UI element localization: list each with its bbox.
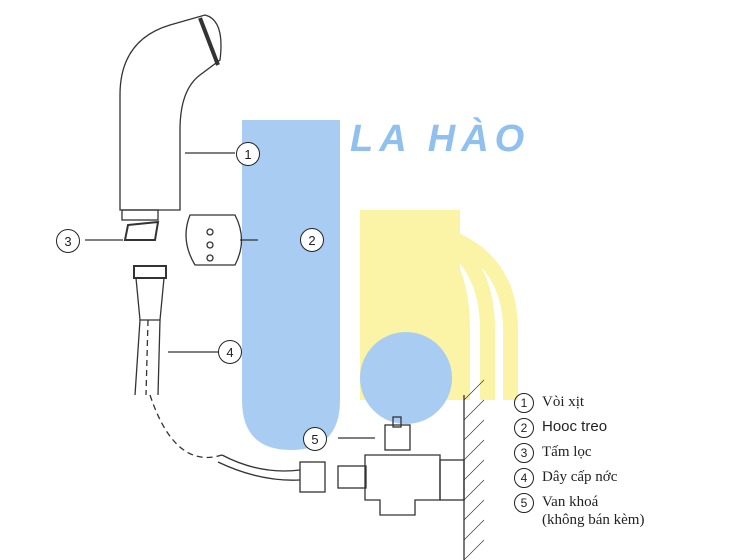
legend-item: 4 Dây cấp nớc (514, 468, 644, 493)
valve (364, 454, 441, 516)
legend-label: Dây cấp nớc (542, 469, 618, 485)
legend-number: 5 (514, 493, 534, 513)
legend-item: 5 Van khoá (không bán kèm) (514, 493, 644, 535)
callout-4: 4 (218, 340, 242, 364)
callout-1: 1 (236, 142, 260, 166)
legend-item: 1 Vòi xịt (514, 393, 644, 418)
legend-number: 2 (514, 418, 534, 438)
brand-watermark: LA HÀO (350, 118, 531, 160)
legend-label-note: (không bán kèm) (542, 512, 645, 528)
callout-3: 3 (56, 229, 80, 253)
legend-label: Van khoá (542, 494, 599, 510)
callout-2: 2 (300, 228, 324, 252)
sprayer-head (119, 14, 222, 211)
legend-label: Vòi xịt (542, 394, 585, 410)
legend-number: 3 (514, 443, 534, 463)
legend-number: 4 (514, 468, 534, 488)
holder (185, 214, 243, 266)
logo-watermark (242, 120, 518, 450)
legend-label: Hooc treo (542, 418, 608, 435)
callout-5: 5 (303, 427, 327, 451)
legend-label: Tấm lọc (542, 444, 592, 460)
legend: 1 Vòi xịt 2 Hooc treo 3 Tấm lọc 4 Dây cấp nớ… (514, 393, 644, 535)
legend-item: 3 Tấm lọc (514, 443, 644, 468)
legend-number: 1 (514, 393, 534, 413)
legend-item: 2 Hooc treo (514, 418, 644, 443)
